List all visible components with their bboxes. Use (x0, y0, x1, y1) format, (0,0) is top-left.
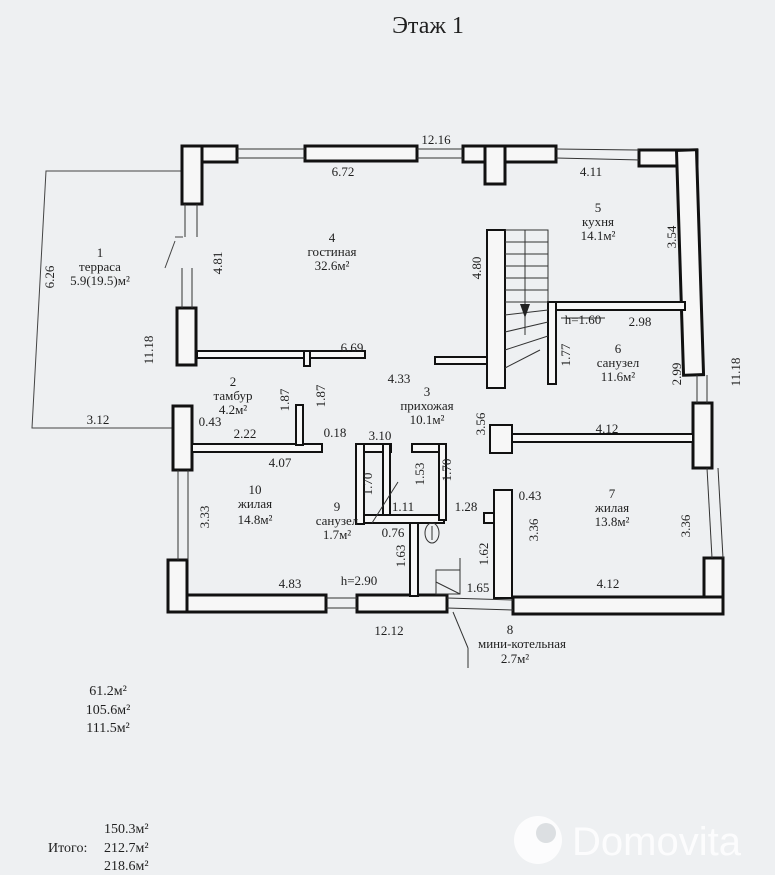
room-5-name: кухня (582, 214, 614, 229)
room-9-area: 1.7м² (323, 527, 351, 542)
staircase (504, 229, 549, 369)
room-2-area: 4.2м² (219, 402, 247, 417)
dim-222: 2.22 (234, 426, 257, 441)
dim-407: 4.07 (269, 455, 292, 470)
room-8-number: 8 (507, 622, 514, 637)
room-6-name: санузел (597, 355, 640, 370)
dim-333: 3.33 (197, 506, 212, 529)
dim-128: 1.28 (455, 499, 478, 514)
room-4-number: 4 (329, 230, 336, 245)
room-7-number: 7 (609, 486, 616, 501)
room-9-number: 9 (334, 499, 341, 514)
dim-356: 3.56 (473, 412, 488, 435)
dim-336-left: 3.36 (526, 518, 541, 541)
dim-170b: 1.70 (439, 459, 454, 482)
room-10-name: жилая (237, 496, 272, 511)
room-3-name: прихожая (400, 398, 453, 413)
room-6-area: 11.6м² (601, 369, 635, 384)
room-labels: 1 терраса 5.9(19.5)м² 2 тамбур 4.2м² 3 п… (70, 200, 640, 666)
room-10-number: 10 (249, 482, 262, 497)
area-line-2: 105.6м² (86, 703, 131, 718)
dim-669: 6.69 (341, 340, 364, 355)
room-1-number: 1 (97, 245, 104, 260)
room-7-name: жилая (594, 500, 629, 515)
dim-top-right: 4.11 (580, 164, 602, 179)
room-4-name: гостиная (308, 244, 357, 259)
dim-187b: 1.87 (313, 384, 328, 407)
room-6-number: 6 (615, 341, 622, 356)
terrace-outline (31, 170, 183, 429)
total-line-3: 218.6м² (104, 859, 149, 874)
dim-018: 0.18 (324, 425, 347, 440)
dim-162: 1.62 (476, 543, 491, 566)
dim-177: 1.77 (558, 343, 573, 366)
room-4-area: 32.6м² (315, 258, 350, 273)
dim-bottom-left: 4.83 (279, 576, 302, 591)
area-line-1: 61.2м² (89, 684, 127, 699)
dim-163: 1.63 (393, 545, 408, 568)
dim-terrace-bottom: 3.12 (87, 412, 110, 427)
dim-left-total: 11.18 (141, 336, 156, 365)
dim-111: 1.11 (392, 499, 414, 514)
room-10-area: 14.8м² (238, 512, 273, 527)
dim-298: 2.98 (629, 314, 652, 329)
dim-top-left: 6.72 (332, 164, 355, 179)
dim-336-right: 3.36 (678, 514, 693, 537)
totals: 150.3м² Итого: 212.7м² 218.6м² (48, 822, 149, 874)
watermark-logo: Domovita (514, 816, 742, 864)
interior-walls (191, 229, 694, 599)
total-label: Итого: (48, 841, 87, 856)
dim-354: 3.54 (664, 225, 679, 248)
room-3-number: 3 (424, 384, 431, 399)
dim-480: 4.80 (469, 257, 484, 280)
room-5-number: 5 (595, 200, 602, 215)
dim-299: 2.99 (669, 363, 684, 386)
dim-043a: 0.43 (199, 414, 222, 429)
dim-043b: 0.43 (519, 488, 542, 503)
dim-187a: 1.87 (277, 388, 292, 411)
dim-433: 4.33 (388, 371, 411, 386)
dim-bottom-total: 12.12 (374, 623, 403, 638)
dim-481: 4.81 (210, 252, 225, 275)
dim-165: 1.65 (467, 580, 490, 595)
watermark-text: Domovita (572, 820, 742, 864)
dim-h-kitchen: h=1.60 (565, 312, 602, 327)
room-9-name: санузел (316, 513, 359, 528)
area-list: 61.2м² 105.6м² 111.5м² (86, 684, 131, 736)
total-line-1: 150.3м² (104, 822, 149, 837)
room-2-number: 2 (230, 374, 237, 389)
windows (177, 148, 724, 611)
room-2-name: тамбур (214, 388, 253, 403)
dim-076: 0.76 (382, 525, 405, 540)
total-line-2: 212.7м² (104, 841, 149, 856)
room-1-area: 5.9(19.5)м² (70, 273, 130, 288)
outer-walls (166, 144, 725, 616)
dim-terrace-side: 6.26 (42, 265, 57, 288)
room-1-name: терраса (79, 259, 121, 274)
room-7-area: 13.8м² (595, 514, 630, 529)
dim-170a: 1.70 (360, 473, 375, 496)
boiler-symbol (371, 317, 605, 668)
room-8-area: 2.7м² (501, 651, 529, 666)
dim-h-bottom: h=2.90 (341, 573, 378, 588)
room-3-area: 10.1м² (410, 412, 445, 427)
dim-310: 3.10 (369, 428, 392, 443)
room-8-name: мини-котельная (478, 636, 566, 651)
dim-top-total: 12.16 (421, 132, 451, 147)
room-5-area: 14.1м² (581, 228, 616, 243)
dim-right-total: 11.18 (728, 358, 743, 387)
dim-153: 1.53 (412, 463, 427, 486)
dim-412-mid: 4.12 (596, 421, 619, 436)
dim-bottom-right: 4.12 (597, 576, 620, 591)
floor-title: Этаж 1 (392, 13, 464, 39)
dimension-labels: 12.16 6.72 4.11 12.12 4.83 4.12 3.12 6.6… (42, 132, 743, 638)
area-line-3: 111.5м² (86, 721, 130, 736)
